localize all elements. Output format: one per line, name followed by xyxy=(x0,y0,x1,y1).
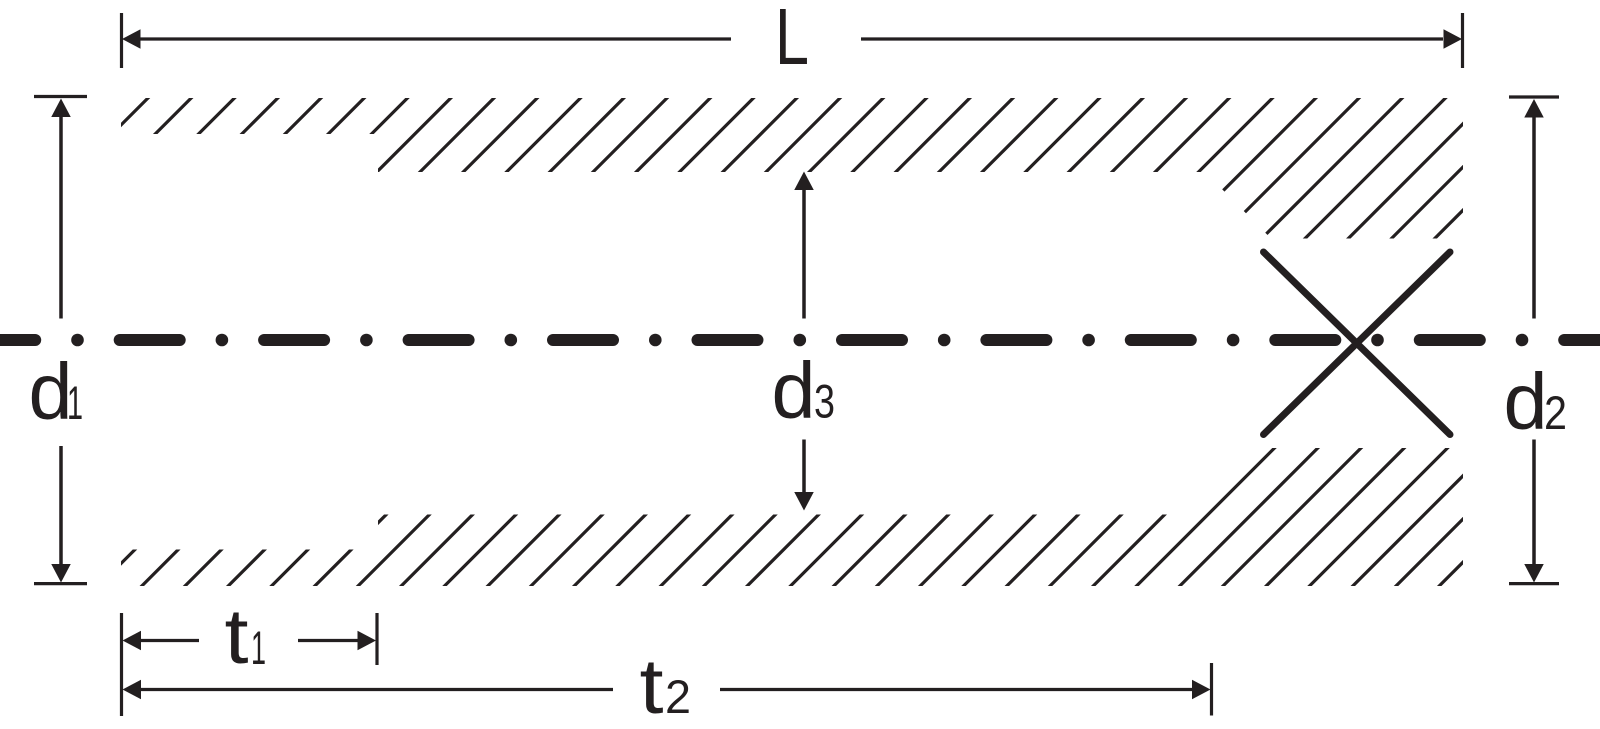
svg-text:d: d xyxy=(29,347,73,436)
svg-text:1: 1 xyxy=(67,376,83,429)
svg-text:3: 3 xyxy=(814,375,835,428)
svg-text:d: d xyxy=(772,346,816,435)
svg-text:L: L xyxy=(775,0,809,81)
svg-text:1: 1 xyxy=(251,621,266,674)
svg-text:2: 2 xyxy=(1544,386,1567,439)
svg-text:t: t xyxy=(225,592,249,680)
svg-text:2: 2 xyxy=(665,670,691,723)
svg-text:d: d xyxy=(1504,357,1548,446)
svg-text:t: t xyxy=(640,642,664,729)
